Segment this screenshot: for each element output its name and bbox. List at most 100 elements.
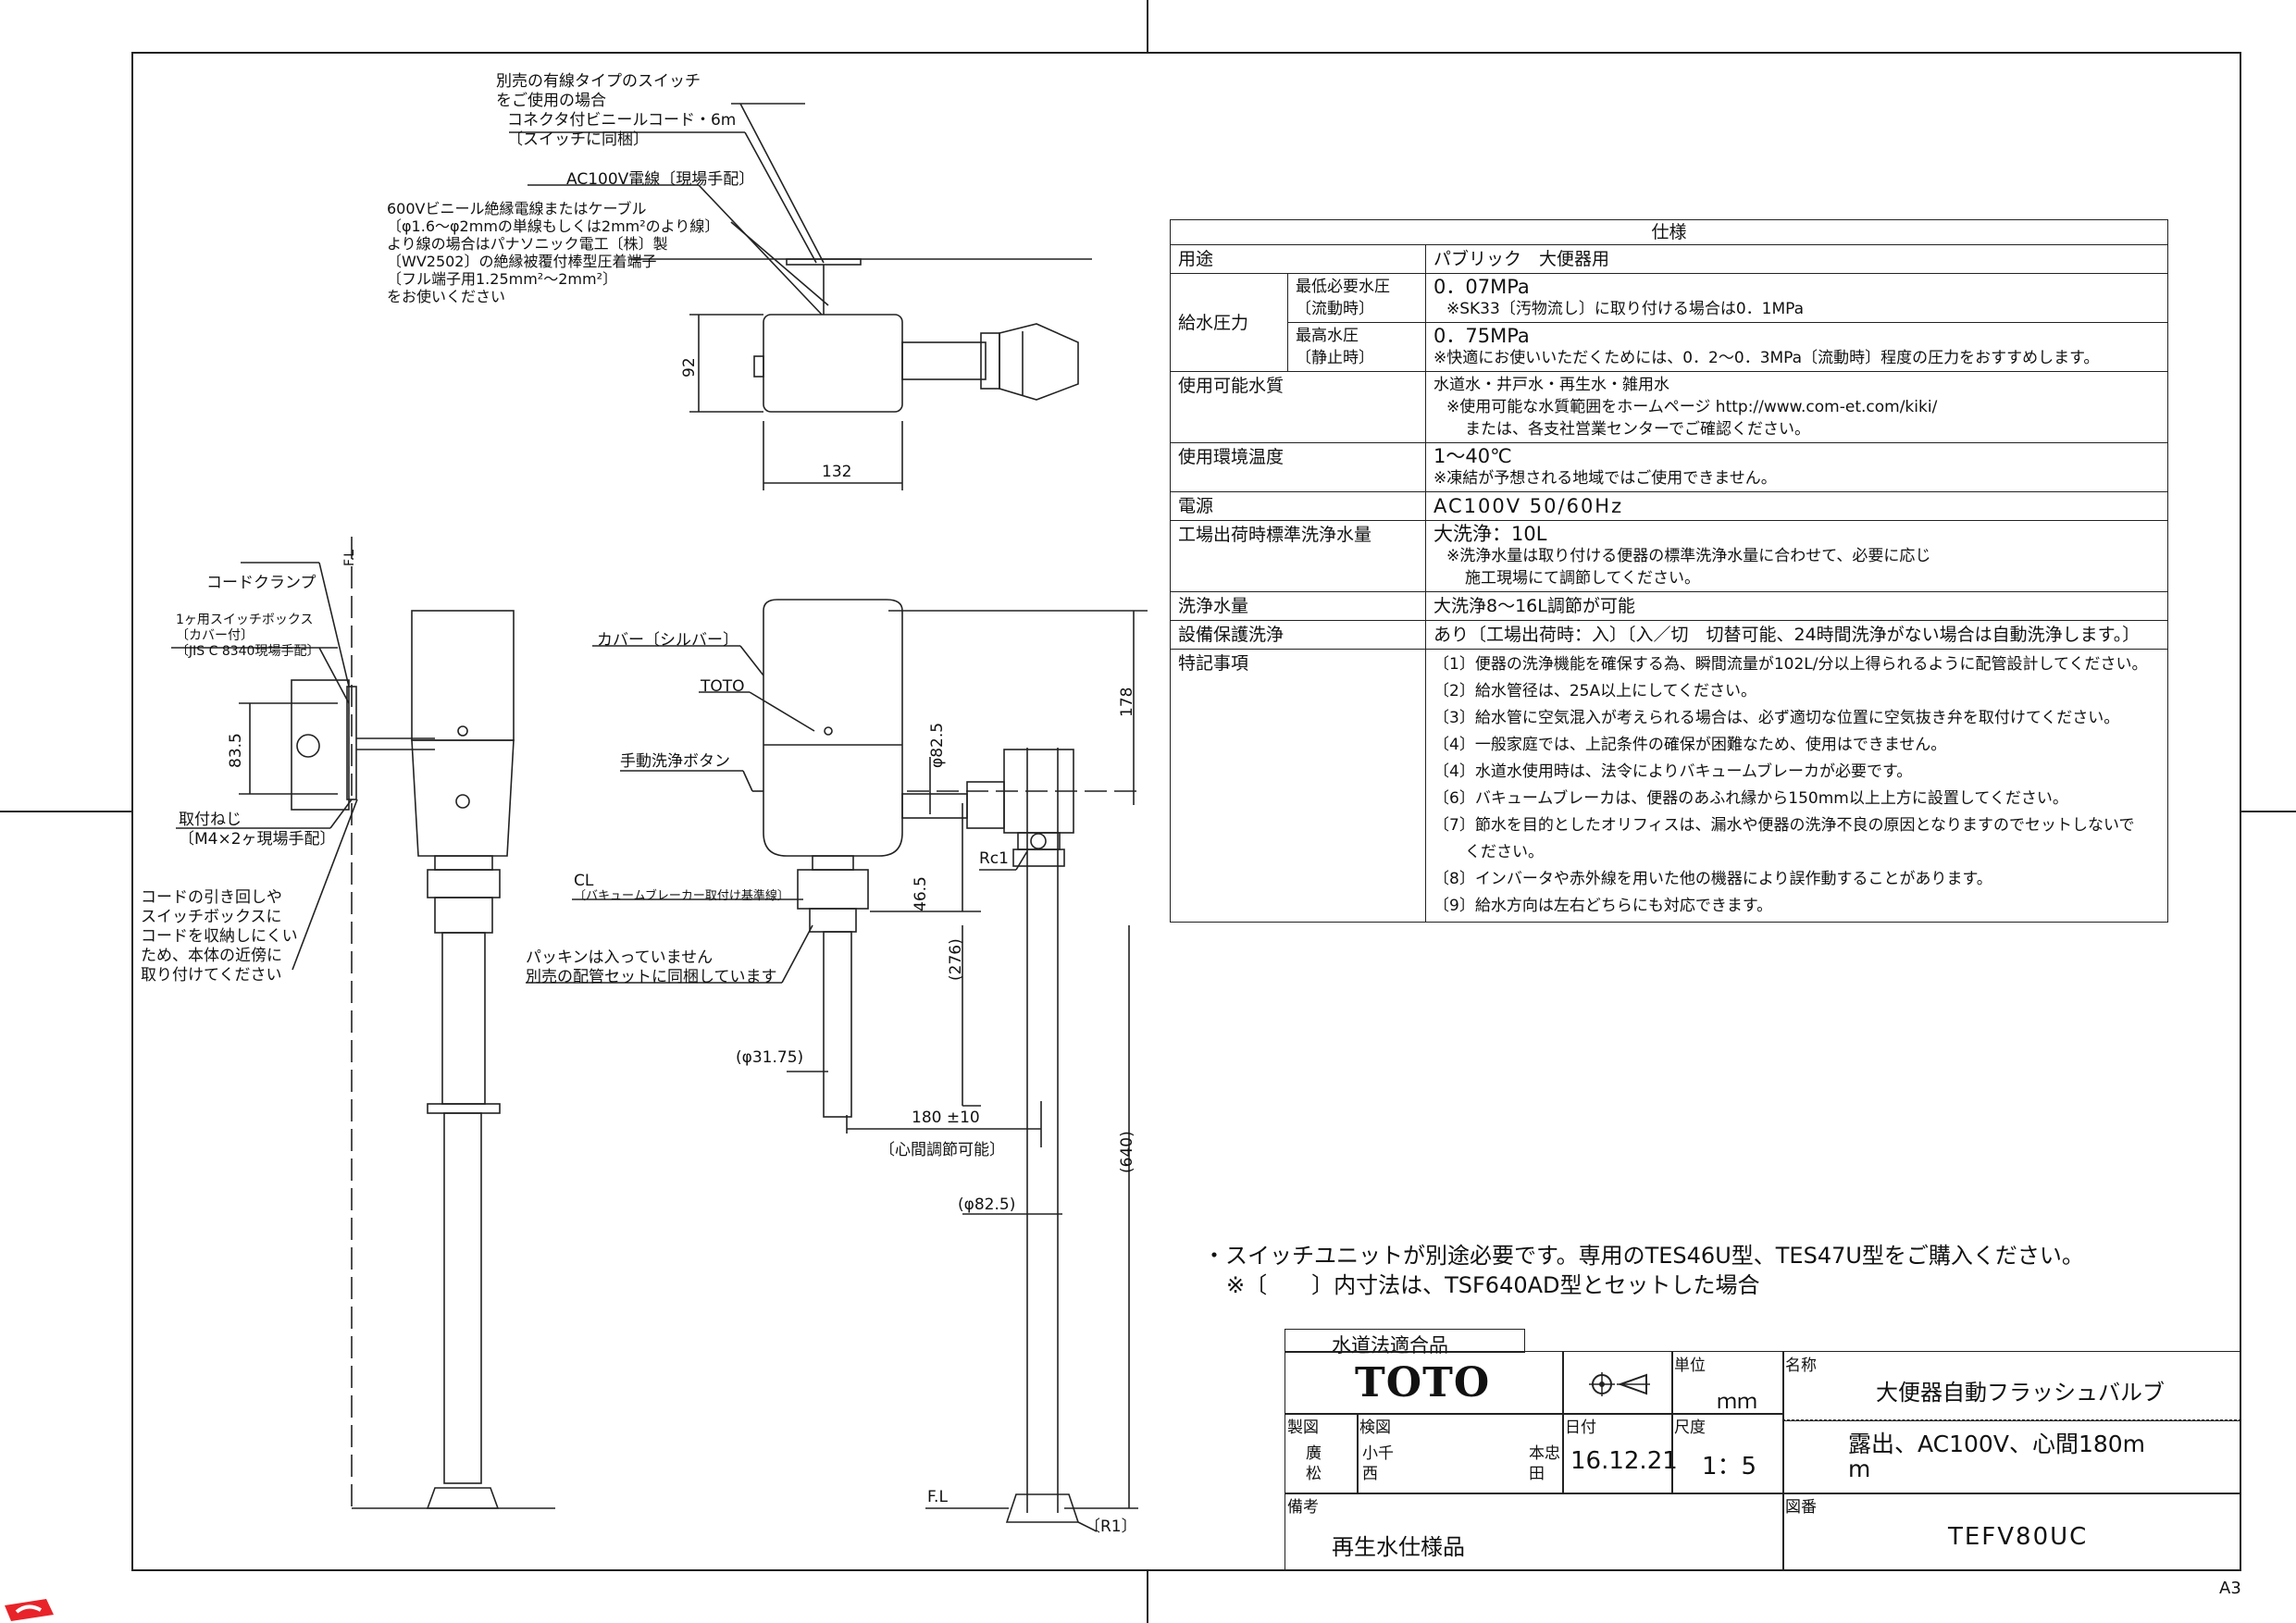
dim-phi82-5b: (φ82.5) bbox=[958, 1196, 1016, 1214]
projection-symbol-icon bbox=[1589, 1372, 1650, 1396]
tb-checked-label: 検図 bbox=[1359, 1419, 1391, 1437]
tb-drawn-value: 廣 松 bbox=[1306, 1444, 1322, 1483]
callout-cord-routing: コードの引き回しや スイッチボックスに コードを収納しにくい ため、本体の近傍に… bbox=[141, 888, 298, 985]
tb-remarks-value: 再生水仕様品 bbox=[1332, 1534, 1465, 1560]
tb-date-cell: 日付 16.12.21 bbox=[1562, 1413, 1678, 1494]
spec-label-protect: 設備保護洗浄 bbox=[1170, 620, 1426, 650]
tb-date-label: 日付 bbox=[1565, 1419, 1596, 1437]
spec-label-use: 用途 bbox=[1170, 244, 1426, 274]
dim-132: 132 bbox=[822, 463, 852, 481]
spec-sub-max-label: 最高水圧 bbox=[1296, 327, 1359, 345]
dim-178: 178 bbox=[1118, 687, 1136, 717]
spec-max-note: ※快適にお使いいただくためには、0．2～0．3MPa〔流動時〕程度の圧力をおすす… bbox=[1433, 349, 2100, 367]
spec-water-3: または、各支社営業センターでご確認ください。 bbox=[1465, 420, 1810, 439]
dim-46-5: 46.5 bbox=[912, 876, 930, 911]
tb-subtitle-cell: 露出、AC100V、心間180m m bbox=[1782, 1419, 2241, 1494]
spec-note-8: 〔8〕インバータや赤外線を用いた他の機器により誤作動することがあります。 bbox=[1433, 870, 1992, 888]
tb-name-cell: 名称 大便器自動フラッシュバルブ bbox=[1782, 1351, 2241, 1421]
callout-rc1: Rc1 bbox=[979, 849, 1009, 868]
dim-fl-mark: F.L bbox=[342, 549, 357, 566]
callout-ac-wire: AC100V電線〔現場手配〕 bbox=[566, 170, 755, 189]
callout-vacuum-ref: 〔バキュームブレーカー取付け基準線〕 bbox=[574, 889, 789, 903]
tb-projection-cell bbox=[1562, 1351, 1673, 1415]
spec-value-power: AC100V 50/60Hz bbox=[1425, 491, 2168, 521]
spec-table: 仕様 用途 パブリック 大便器用 給水圧力 最低必要水圧 〔流動時〕 0．07M… bbox=[1170, 219, 2168, 923]
sheet-size: A3 bbox=[2219, 1579, 2241, 1598]
spec-sub-min-note: 〔流動時〕 bbox=[1296, 300, 1374, 318]
callout-packing: パッキンは入っていません 別売の配管セットに同梱しています bbox=[526, 948, 777, 986]
dim-92: 92 bbox=[680, 357, 699, 378]
spec-note-5: 〔4〕水道水使用時は、法令によりバキュームブレーカが必要です。 bbox=[1433, 762, 1913, 781]
tb-name-value: 大便器自動フラッシュバルブ bbox=[1876, 1380, 2165, 1406]
callout-cl: CL bbox=[574, 872, 594, 890]
callout-toto-label: TOTO bbox=[701, 677, 745, 696]
tb-scale-cell: 尺度 1：5 bbox=[1671, 1413, 1784, 1494]
callout-cable-spec: 600Vビニール絶縁電線またはケーブル 〔φ1.6～φ2mmの単線もしくは2mm… bbox=[387, 200, 720, 305]
tb-cert-box: 水道法適合品 bbox=[1285, 1329, 1525, 1357]
spec-note-6: 〔6〕バキュームブレーカは、便器のあふれ縁から150mm以上上方に設置してくださ… bbox=[1433, 789, 2068, 808]
footnote-bracket-dims: ※〔 〕内寸法は、TSF640AD型とセットした場合 bbox=[1226, 1272, 1760, 1298]
tb-drawing-no: TEFV80UC bbox=[1948, 1523, 2089, 1551]
spec-label-notes: 特記事項 bbox=[1170, 649, 1426, 923]
spec-label-power: 電源 bbox=[1170, 491, 1426, 521]
callout-fl: F.L bbox=[927, 1488, 948, 1506]
spec-min-value: 0．07MPa bbox=[1433, 276, 1530, 298]
spec-temp-1: 1～40℃ bbox=[1433, 445, 1512, 467]
footnote-switch-unit: ・スイッチユニットが別途必要です。専用のTES46U型、TES47U型をご購入く… bbox=[1203, 1243, 2084, 1269]
dim-640: (640) bbox=[1118, 1131, 1136, 1173]
spec-note-9: 〔9〕給水方向は左右どちらにも対応できます。 bbox=[1433, 897, 1773, 915]
tb-unit-value: ｍｍ bbox=[1717, 1391, 1758, 1414]
spec-note-2: 〔2〕給水管径は、25A以上にしてください。 bbox=[1433, 682, 1757, 700]
spec-note-3: 〔3〕給水管に空気混入が考えられる場合は、必ず適切な位置に空気抜き弁を取付けてく… bbox=[1433, 709, 2120, 727]
callout-switch-box: 1ヶ用スイッチボックス 〔カバー付〕 〔JIS C 8340現場手配〕 bbox=[176, 613, 320, 659]
callout-center-adjust: 〔心間調節可能〕 bbox=[879, 1141, 1005, 1159]
spec-flush-2: ※洗浄水量は取り付ける便器の標準洗浄水量に合わせて、必要に応じ bbox=[1446, 547, 1931, 565]
callout-switch-option: 別売の有線タイプのスイッチ をご使用の場合 bbox=[496, 72, 701, 110]
top-view bbox=[509, 103, 1092, 490]
tb-unit-cell: 単位 ｍｍ bbox=[1671, 1351, 1784, 1415]
callout-cover: カバー〔シルバー〕 bbox=[597, 631, 738, 650]
dim-phi82-5: φ82.5 bbox=[928, 722, 947, 768]
spec-water-1: 水道水・井戸水・再生水・雑用水 bbox=[1433, 376, 1669, 394]
tb-remarks-label: 備考 bbox=[1287, 1498, 1319, 1517]
callout-connector-cord: コネクタ付ビニールコード・6m 〔スイッチに同梱〕 bbox=[507, 111, 737, 149]
tb-drawn-label: 製図 bbox=[1287, 1419, 1319, 1437]
callout-r1: 〔R1〕 bbox=[1085, 1518, 1137, 1536]
tb-scale-value: 1：5 bbox=[1702, 1453, 1757, 1481]
spec-label-pressure: 給水圧力 bbox=[1170, 273, 1288, 372]
spec-flush-1: 大洗浄：10L bbox=[1433, 523, 1547, 545]
tb-date-value: 16.12.21 bbox=[1570, 1447, 1678, 1475]
spec-value-use: パブリック 大便器用 bbox=[1425, 244, 2168, 274]
tb-brand-cell: TOTO bbox=[1285, 1351, 1564, 1415]
spec-note-4: 〔4〕一般家庭では、上記条件の確保が困難なため、使用はできません。 bbox=[1433, 736, 1947, 754]
spec-label-flush-vol: 洗浄水量 bbox=[1170, 591, 1426, 621]
tb-drawing-no-label: 図番 bbox=[1785, 1498, 1817, 1517]
tb-scale-label: 尺度 bbox=[1674, 1419, 1706, 1437]
spec-sub-min-label: 最低必要水圧 bbox=[1296, 278, 1390, 296]
tb-cert: 水道法適合品 bbox=[1332, 1334, 1448, 1357]
tb-drawn-cell: 製図 廣 松 bbox=[1285, 1413, 1359, 1494]
tb-remarks-cell: 備考 再生水仕様品 bbox=[1285, 1493, 1784, 1570]
tb-checked-b: 本忠 田 bbox=[1529, 1444, 1560, 1483]
spec-value-protect: あり〔工場出荷時：入〕〔入／切 切替可能、24時間洗浄がない場合は自動洗浄します… bbox=[1425, 620, 2168, 650]
tb-checked-a: 小千 西 bbox=[1362, 1444, 1394, 1483]
spec-note-1: 〔1〕便器の洗浄機能を確保する為、瞬間流量が102L/分以上得られるように配管設… bbox=[1433, 655, 2148, 674]
spec-max-value: 0．75MPa bbox=[1433, 325, 1530, 347]
side-view bbox=[171, 537, 555, 1509]
dim-phi31-75: (φ31.75) bbox=[736, 1048, 804, 1067]
spec-note-7b: ください。 bbox=[1465, 843, 1544, 861]
tb-brand: TOTO bbox=[1355, 1359, 1491, 1406]
spec-title: 仕様 bbox=[1170, 219, 2168, 245]
callout-mount-screw: 取付ねじ 〔M4×2ヶ現場手配〕 bbox=[179, 811, 336, 849]
spec-note-7: 〔7〕節水を目的としたオリフィスは、漏水や便器の洗浄不良の原因となりますのでセッ… bbox=[1433, 816, 2135, 835]
spec-label-temp: 使用環境温度 bbox=[1170, 442, 1426, 492]
spec-min-note: ※SK33〔汚物流し〕に取り付ける場合は0．1MPa bbox=[1446, 300, 1805, 318]
tb-name-label: 名称 bbox=[1785, 1357, 1817, 1375]
spec-flush-3: 施工現場にて調節してください。 bbox=[1465, 569, 1700, 588]
dim-83-5: 83.5 bbox=[227, 733, 245, 768]
spec-sub-max-note: 〔静止時〕 bbox=[1296, 349, 1374, 367]
dim-180: 180 ±10 bbox=[912, 1109, 980, 1127]
tb-unit-label: 単位 bbox=[1674, 1357, 1706, 1375]
spec-label-water: 使用可能水質 bbox=[1170, 371, 1426, 443]
tb-subtitle: 露出、AC100V、心間180m m bbox=[1848, 1431, 2146, 1482]
